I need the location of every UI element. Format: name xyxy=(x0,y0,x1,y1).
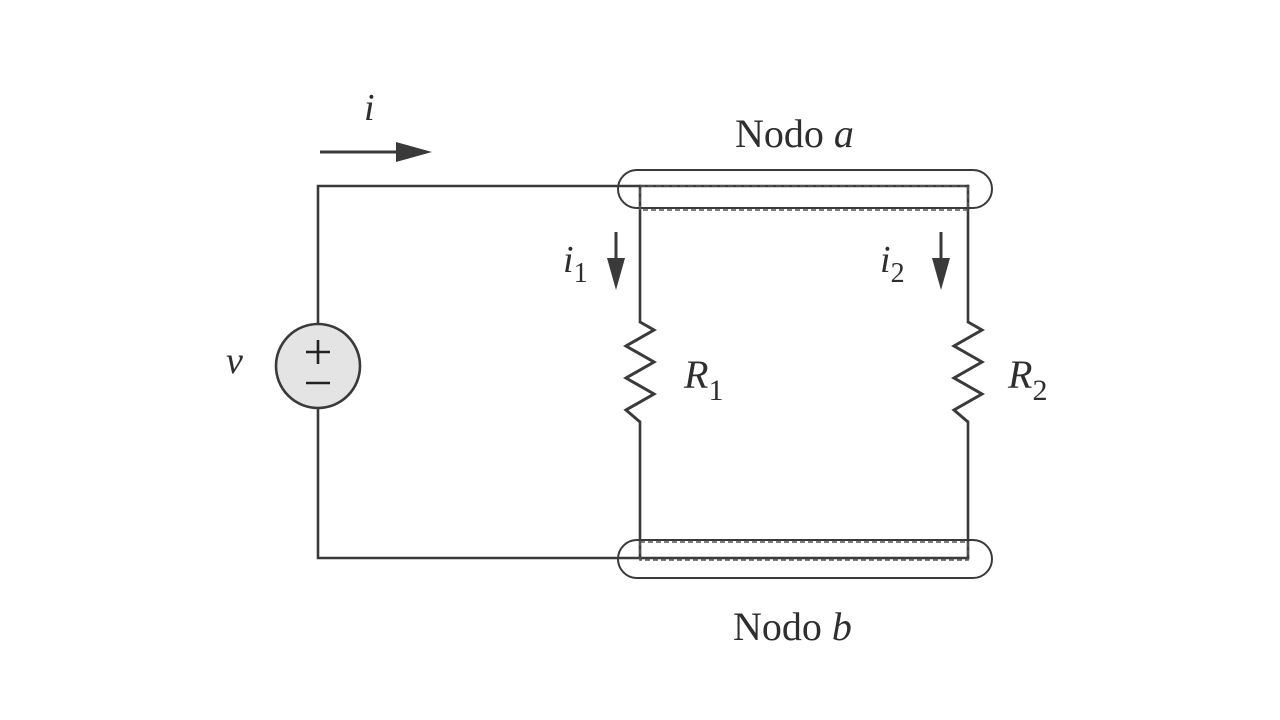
current-i1-label: i1 xyxy=(563,239,588,289)
resistor-r1 xyxy=(622,320,658,424)
top-wire xyxy=(316,184,970,368)
bottom-wire xyxy=(316,364,970,560)
node-b-label: Nodo b xyxy=(733,604,852,649)
node-a-highlight xyxy=(617,169,993,211)
current-i1-arrow xyxy=(607,232,625,290)
resistor-r1-label: R1 xyxy=(683,352,723,407)
current-i2-label: i2 xyxy=(880,239,905,289)
resistor-r2-label: R2 xyxy=(1007,352,1047,407)
current-i-label: i xyxy=(364,87,375,129)
node-b-highlight xyxy=(617,539,993,579)
current-i2-arrow xyxy=(932,232,950,290)
voltage-source xyxy=(274,322,362,410)
node-a-label: Nodo a xyxy=(735,111,854,156)
resistor-r2 xyxy=(950,320,986,424)
current-i-arrow xyxy=(320,142,432,162)
source-voltage-label: v xyxy=(226,340,243,382)
